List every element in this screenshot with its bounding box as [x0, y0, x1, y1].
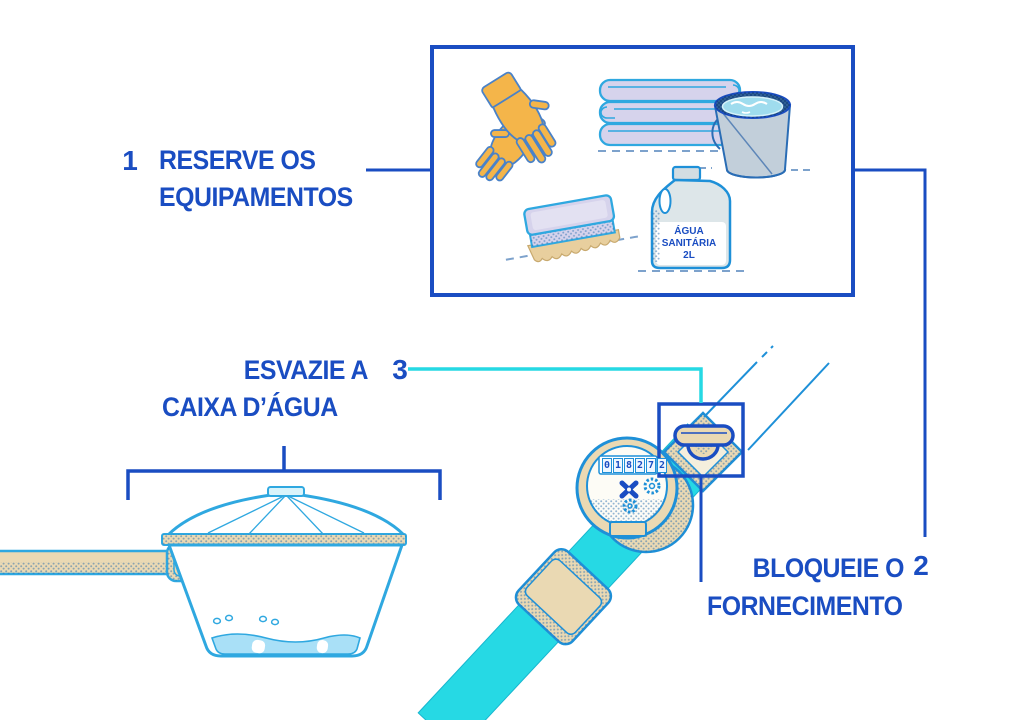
water-droplets-icon — [212, 614, 280, 626]
cyan-connector-line — [408, 367, 703, 403]
rubber-gloves-icon — [475, 71, 557, 182]
meter-odometer: 0 1 8 2 7 2 — [602, 458, 667, 473]
meter-digit: 0 — [602, 458, 612, 473]
meter-digit: 1 — [613, 458, 623, 473]
bottle-label-line2: SANITÁRIA — [661, 238, 717, 249]
step3-label-line2: CAIXA D’ÁGUA — [162, 392, 338, 422]
meter-gear-dials-icon — [622, 477, 661, 514]
bottle-label-line3: 2L — [683, 250, 695, 261]
connector-lines — [126, 168, 927, 582]
water-tank-illustration — [0, 486, 407, 658]
meter-digit: 7 — [646, 458, 656, 473]
step1-label-line2: EQUIPAMENTOS — [159, 182, 353, 212]
step3-number: 3 — [392, 354, 408, 385]
meter-digit: 8 — [624, 458, 634, 473]
step1-label-line1: RESERVE OS — [159, 145, 316, 175]
meter-digit: 2 — [657, 458, 667, 473]
step1-number: 1 — [122, 145, 138, 176]
bleach-bottle-label: ÁGUA SANITÁRIA 2L — [650, 226, 728, 262]
step2-label-line1: BLOQUEIE O — [752, 553, 905, 583]
tank-lid-knob-icon — [267, 486, 305, 497]
bleach-bottle-icon — [638, 165, 748, 272]
step3-label-line1: ESVAZIE A — [243, 355, 369, 385]
water-bucket-icon — [700, 91, 815, 179]
tank-bracket — [126, 446, 442, 500]
bottle-label-line1: ÁGUA — [674, 226, 704, 237]
valve-highlight-box — [657, 402, 745, 478]
shutoff-valve-illustration — [662, 411, 744, 493]
step2-label-line2: FORNECIMENTO — [707, 591, 903, 621]
valve-handle-icon — [673, 424, 735, 447]
step2-number: 2 — [913, 550, 929, 581]
folded-towels-icon — [598, 78, 742, 152]
pipe-direction-lines — [703, 345, 830, 451]
meter-digit: 2 — [635, 458, 645, 473]
scrub-brush-icon — [505, 194, 644, 263]
